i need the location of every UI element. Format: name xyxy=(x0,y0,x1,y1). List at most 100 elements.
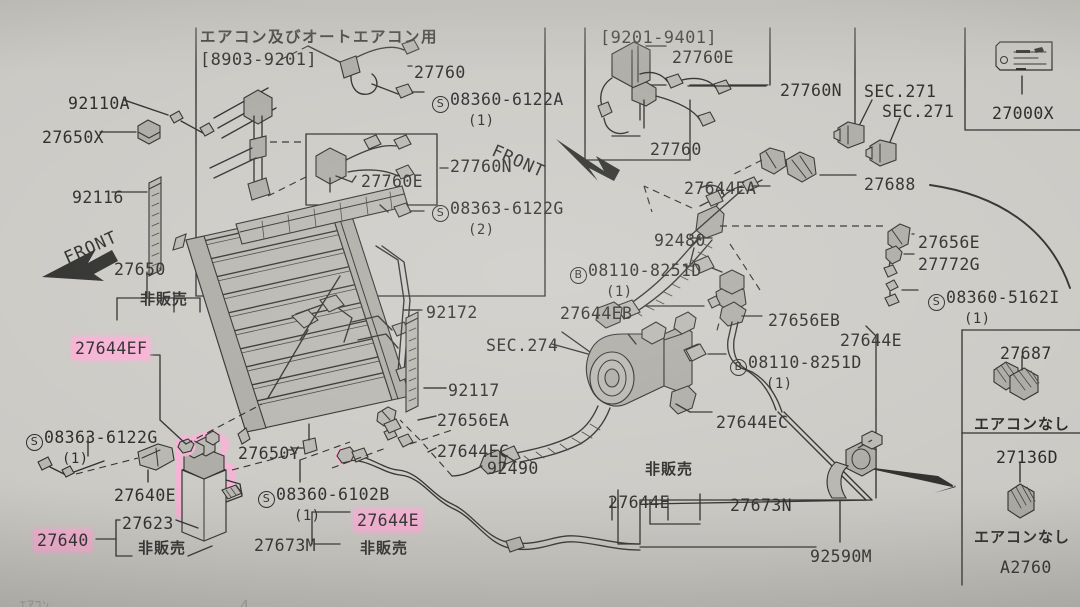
part-number-text: 27644E xyxy=(608,493,671,512)
ac-group-range: [8903-9201] xyxy=(200,50,317,70)
part-92117-seal xyxy=(405,311,447,421)
part-number-text: 27623 xyxy=(122,514,174,533)
part-label-27644ef: 27644EF xyxy=(74,339,149,358)
fastener-class-icon: S xyxy=(258,491,275,508)
part-quantity: (1) xyxy=(606,284,633,300)
part-number-text: 92116 xyxy=(72,188,124,207)
part-number-text: SEC.271 xyxy=(882,102,955,121)
note-not-for-sale: 非販売 xyxy=(645,460,694,478)
part-label-27650x: 27650X xyxy=(42,128,105,147)
part-label-27673m: 27673M xyxy=(254,536,317,555)
note-no-air-conditioner: エアコンなし xyxy=(974,415,1071,433)
part-label-27640e: 27640E xyxy=(114,486,177,505)
part-quantity: (1) xyxy=(766,376,793,392)
part-label-27623: 27623 xyxy=(122,514,174,533)
fastener-class-icon: S xyxy=(26,434,43,451)
part-number-text: SEC.274 xyxy=(486,336,559,355)
note-no-air-conditioner: エアコンなし xyxy=(974,528,1071,546)
part-number-text: 27644EC xyxy=(716,413,789,432)
part-number-text: 27772G xyxy=(918,255,981,274)
note-not-for-sale: 非販売 xyxy=(360,539,409,557)
part-label-27760: 27760 xyxy=(650,140,702,159)
part-number-text: 27000X xyxy=(992,104,1055,123)
bolt-08360-5162I xyxy=(884,279,919,307)
part-label-27644e: 27644E xyxy=(356,511,421,530)
part-number-text: 08360-6122A xyxy=(450,90,564,109)
part-label-27760: 27760 xyxy=(414,64,466,82)
note-not-for-sale: 非販売 xyxy=(140,290,189,308)
part-label-sec-274: SEC.274 xyxy=(486,336,559,355)
part-number-text: 08363-6122G xyxy=(450,199,564,218)
part-label-27644eb: 27644EB xyxy=(560,305,632,323)
part-quantity: (2) xyxy=(468,222,495,238)
part-label-92110a: 92110A xyxy=(68,95,130,113)
part-number-text: 27656EB xyxy=(768,311,841,330)
part-label-27656ea: 27656EA xyxy=(437,411,510,430)
part-number-text: 27640 xyxy=(36,531,90,550)
part-number-text: 27760 xyxy=(650,140,702,159)
part-label-27644ea: 27644EA xyxy=(684,180,756,198)
part-label-27656e: 27656E xyxy=(918,233,981,252)
part-number-text: 27656EA xyxy=(437,411,510,430)
part-number-text: 27688 xyxy=(864,175,916,194)
ac-group-title: エアコン及びオートエアコン用 xyxy=(200,28,439,46)
part-label-27644e: 27644E xyxy=(608,493,671,512)
part-number-text: 27760N xyxy=(780,81,843,100)
part-label-27640: 27640 xyxy=(36,531,90,550)
part-number-text: 27640E xyxy=(114,486,177,505)
part-label-92117: 92117 xyxy=(448,381,500,400)
part-label-27644e: 27644E xyxy=(840,331,903,350)
fastener-class-icon: B xyxy=(570,267,587,284)
note-not-for-sale: 非販売 xyxy=(138,539,187,557)
part-label-92116: 92116 xyxy=(72,188,124,207)
part-27772G-clip xyxy=(883,245,915,278)
part-number-text: 27673N xyxy=(730,496,793,515)
part-label-27644ec: 27644EC xyxy=(716,413,789,432)
condenser-assembly xyxy=(172,185,413,445)
part-label-27000x: 27000X xyxy=(992,104,1055,123)
part-27650X-nut xyxy=(99,119,161,145)
part-label-92172: 92172 xyxy=(426,303,478,322)
part-number-text: 27650X xyxy=(42,128,105,147)
part-label-27650: 27650 xyxy=(114,261,166,279)
part-label-27673n: 27673N xyxy=(730,496,793,515)
part-number-text: 08360-5162I xyxy=(946,288,1060,307)
part-number-text: 92590M xyxy=(810,547,873,566)
part-number-text: 27644E xyxy=(840,331,903,350)
part-label-27760e: 27760E xyxy=(672,49,734,67)
part-label-27687: 27687 xyxy=(1000,345,1052,363)
part-number-text: 92117 xyxy=(448,381,500,400)
harness-27760-left xyxy=(209,87,309,201)
part-number-text: 27760E xyxy=(361,172,424,191)
part-quantity: (1) xyxy=(62,451,89,467)
part-number-text: 27673M xyxy=(254,536,317,555)
fastener-class-icon: S xyxy=(432,205,449,222)
arrow-to-right-panel xyxy=(865,466,956,493)
part-quantity: (1) xyxy=(468,113,495,129)
part-27688 xyxy=(729,147,857,183)
part-number-text: 92490 xyxy=(487,459,539,478)
part-label-a2760: A2760 xyxy=(1000,558,1052,577)
part-number-text: 08110-8251D xyxy=(588,261,702,280)
part-label-92490: 92490 xyxy=(487,459,539,478)
fastener-class-icon: S xyxy=(432,96,449,113)
page-bottom-cutoff: ｴｱｺﾝ 4 xyxy=(0,597,250,607)
part-label-sec-271: SEC.271 xyxy=(864,83,936,101)
part-27000X-tag xyxy=(995,41,1053,95)
part-number-text: 92172 xyxy=(426,303,478,322)
part-label-27688: 27688 xyxy=(864,175,916,194)
fastener-class-icon: S xyxy=(928,294,945,311)
part-number-text: 27656E xyxy=(918,233,981,252)
part-92590M xyxy=(826,430,883,543)
part-quantity: (1) xyxy=(294,508,321,524)
part-label-92590m: 92590M xyxy=(810,547,873,566)
part-number-text: 08360-6102B xyxy=(276,485,390,504)
part-number-text: 08363-6122G xyxy=(44,428,158,447)
part-number-text: A2760 xyxy=(1000,558,1052,577)
fastener-class-icon: B xyxy=(730,359,747,376)
